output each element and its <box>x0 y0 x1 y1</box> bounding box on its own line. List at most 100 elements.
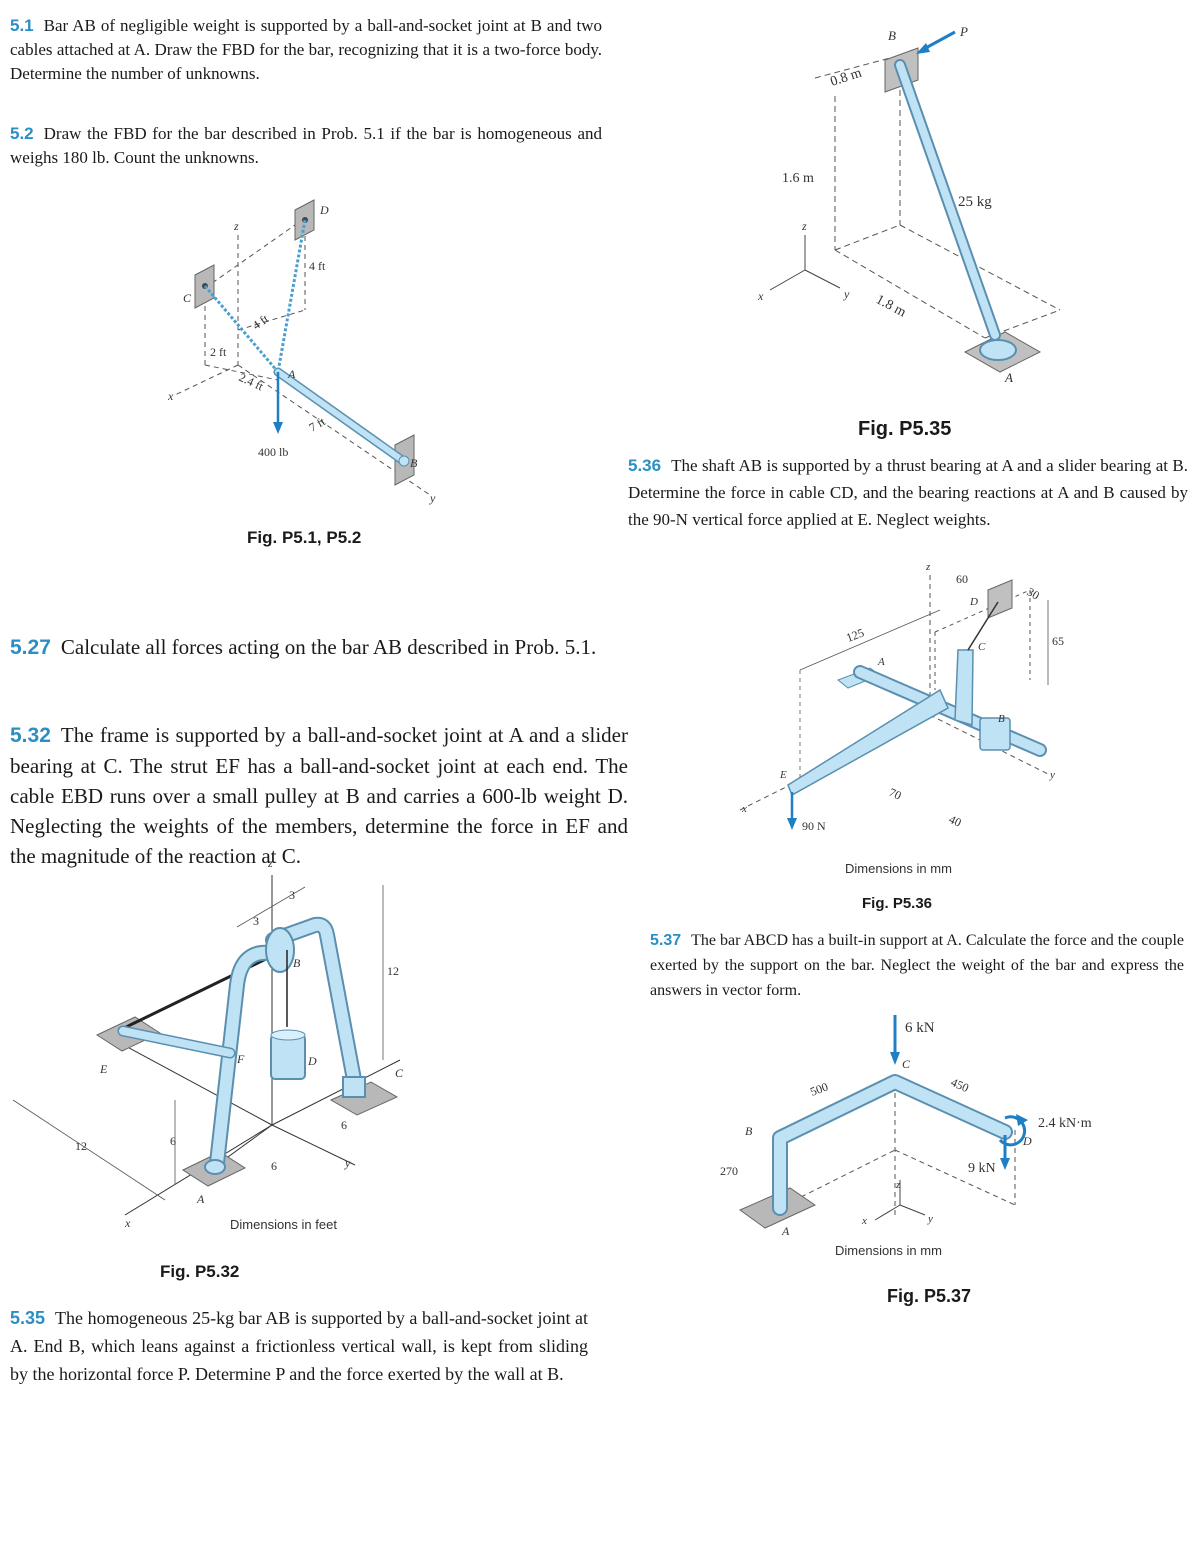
dimension-3-right: 3 <box>289 888 295 902</box>
problem-number: 5.37 <box>650 932 682 949</box>
problem-number: 5.2 <box>10 124 34 143</box>
dimension-2ft: 2 ft <box>210 345 227 359</box>
label-c: C <box>395 1066 404 1080</box>
label-x: x <box>167 389 174 403</box>
label-y: y <box>344 1156 351 1170</box>
label-z: z <box>895 1179 901 1191</box>
dimension-12-x: 12 <box>75 1139 87 1153</box>
label-b: B <box>888 28 896 43</box>
problem-text: The frame is supported by a ball-and-soc… <box>10 723 628 868</box>
figure-p5-1-drawing: z x y C D A B 4 ft 4 ft 2 ft 2.4 ft 7 ft… <box>167 199 436 505</box>
dimension-70: 70 <box>887 785 904 803</box>
label-d: D <box>319 203 329 217</box>
figure-p5-36-drawing: z x y A B C D E 60 30 65 125 70 40 90 N … <box>739 561 1064 876</box>
label-z: z <box>925 561 931 573</box>
problem-text: The bar ABCD has a built-in support at A… <box>650 932 1184 999</box>
load-6kn-label: 6 kN <box>905 1020 935 1036</box>
problem-number: 5.36 <box>628 456 662 475</box>
dimension-6-y: 6 <box>341 1118 347 1132</box>
label-e: E <box>99 1062 108 1076</box>
mass-25kg-label: 25 kg <box>958 194 992 210</box>
dimension-12-height: 12 <box>387 964 399 978</box>
label-z: z <box>267 856 273 870</box>
figure-p5-1: z x y C D A B 4 ft 4 ft 2 ft 2.4 ft 7 ft… <box>150 190 460 520</box>
label-b: B <box>998 713 1005 725</box>
label-b: B <box>293 956 301 970</box>
dimension-2-4ft: 2.4 ft <box>237 370 266 394</box>
dimension-40: 40 <box>947 812 964 830</box>
label-e: E <box>779 769 787 781</box>
label-y: y <box>927 1213 933 1225</box>
label-a: A <box>781 1224 790 1238</box>
label-c: C <box>978 641 986 653</box>
figure-p5-37: 6 kN C B A D 500 450 270 9 kN 2.4 kN·m z… <box>700 1010 1120 1270</box>
dimension-500: 500 <box>808 1080 830 1099</box>
dimensions-note: Dimensions in feet <box>230 1217 337 1232</box>
label-a: A <box>1004 370 1013 385</box>
label-f: F <box>236 1052 245 1066</box>
problem-number: 5.32 <box>10 724 51 747</box>
dimension-3-left: 3 <box>253 914 259 928</box>
caption-p5-36: Fig. P5.36 <box>862 895 933 912</box>
label-a: A <box>196 1192 205 1206</box>
label-p: P <box>959 24 968 39</box>
dimension-4ft: 4 ft <box>250 311 272 332</box>
couple-label: 2.4 kN·m <box>1038 1116 1092 1131</box>
dimension-6-vertical: 6 <box>170 1134 176 1148</box>
figure-p5-32-drawing: z x y A B C D E F 3 3 12 12 6 6 6 Dimens… <box>12 856 404 1232</box>
dimensions-note: Dimensions in mm <box>845 861 952 876</box>
dimension-4ft-vertical: 4 ft <box>309 259 326 273</box>
label-d: D <box>969 596 978 608</box>
label-y: y <box>429 491 436 505</box>
load-9kn-label: 9 kN <box>968 1161 996 1176</box>
caption-p5-32: Fig. P5.32 <box>160 1262 240 1281</box>
dimension-60: 60 <box>956 572 968 586</box>
label-a: A <box>877 656 885 668</box>
dimension-6-base: 6 <box>271 1159 277 1173</box>
label-c: C <box>183 291 192 305</box>
problem-number: 5.27 <box>10 636 51 659</box>
label-b: B <box>745 1124 753 1138</box>
label-y: y <box>843 287 850 301</box>
problem-text: Bar AB of negligible weight is supported… <box>10 16 602 83</box>
caption-p5-35: Fig. P5.35 <box>858 418 952 440</box>
label-d: D <box>307 1054 317 1068</box>
dimension-65: 65 <box>1052 634 1064 648</box>
load-400lb-label: 400 lb <box>258 445 288 459</box>
dimension-1-8m: 1.8 m <box>873 292 908 320</box>
label-z: z <box>233 219 239 233</box>
caption-p5-1: Fig. P5.1, P5.2 <box>247 528 362 547</box>
label-z: z <box>801 219 807 233</box>
label-c: C <box>902 1057 911 1071</box>
figure-p5-35: B P A z x y 0.8 m 1.6 m 1.8 m 25 kg <box>740 20 1070 410</box>
dimension-125: 125 <box>844 626 866 645</box>
problem-number: 5.35 <box>10 1308 46 1328</box>
figure-p5-35-drawing: B P A z x y 0.8 m 1.6 m 1.8 m 25 kg <box>757 24 1061 385</box>
label-x: x <box>124 1216 131 1230</box>
problem-text: The shaft AB is supported by a thrust be… <box>628 456 1188 529</box>
caption-p5-37: Fig. P5.37 <box>887 1286 972 1306</box>
label-y: y <box>1049 769 1055 781</box>
label-b: B <box>410 456 418 470</box>
problem-text: Draw the FBD for the bar described in Pr… <box>10 124 602 167</box>
label-x: x <box>741 803 747 815</box>
label-x: x <box>861 1215 867 1227</box>
dimension-270: 270 <box>720 1164 738 1178</box>
problem-number: 5.1 <box>10 16 34 35</box>
load-90n-label: 90 N <box>802 819 826 833</box>
figure-p5-32: z x y A B C D E F 3 3 12 12 6 6 6 Dimens… <box>5 845 425 1245</box>
problem-text: The homogeneous 25-kg bar AB is supporte… <box>10 1308 588 1384</box>
label-d: D <box>1022 1134 1032 1148</box>
dimension-0-8m: 0.8 m <box>829 66 864 90</box>
dimension-1-6m: 1.6 m <box>782 171 814 186</box>
figure-p5-36: z x y A B C D E 60 30 65 125 70 40 90 N … <box>730 550 1070 880</box>
dimension-30: 30 <box>1025 584 1042 602</box>
label-x: x <box>757 289 764 303</box>
dimension-7ft: 7 ft <box>307 414 329 435</box>
